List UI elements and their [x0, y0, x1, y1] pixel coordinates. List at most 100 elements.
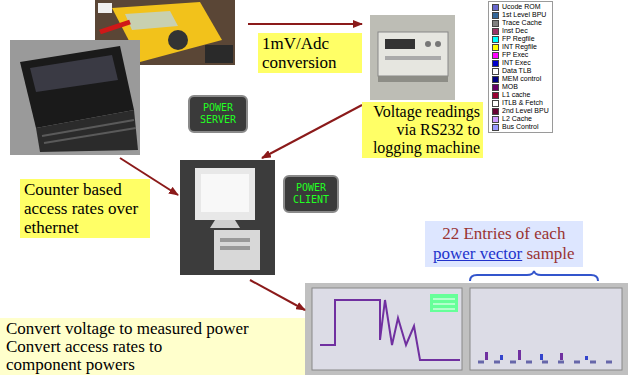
legend-row: 1st Level BPU	[492, 11, 549, 19]
callout-text: sample	[526, 244, 574, 263]
legend-box: Ucode ROM1st Level BPUTrace CacheInst De…	[488, 1, 553, 133]
legend-swatch	[492, 84, 499, 91]
power-graph-screenshot-part	[585, 356, 588, 360]
client-photo-part	[201, 174, 249, 212]
legend-row: INT Regfile	[492, 43, 549, 51]
legend-text: Inst Dec	[502, 27, 528, 35]
logging-machine-photo-part	[435, 41, 441, 47]
legend-swatch	[492, 116, 499, 123]
legend-swatch	[492, 60, 499, 67]
client-photo-part	[180, 160, 275, 275]
multimeter-photo-part	[98, 3, 112, 13]
legend-text: L2 Cache	[502, 115, 532, 123]
multimeter-photo-part	[100, 22, 130, 32]
legend-row: Bus Control	[492, 123, 549, 131]
logging-machine-photo-part	[385, 39, 415, 49]
legend-row: MOB	[492, 83, 549, 91]
machine-tag: POWER SERVER	[188, 95, 248, 133]
power-graph-screenshot-part	[518, 350, 521, 360]
legend-text: FP Exec	[502, 51, 528, 59]
legend-swatch	[492, 52, 499, 59]
server-node: POWER SERVER	[8, 0, 248, 158]
note-panel: Convert voltage to measured powerConvert…	[0, 318, 305, 375]
legend-row: Data TLB	[492, 67, 549, 75]
server-photo-part	[36, 110, 138, 152]
power-graph-screenshot	[305, 283, 628, 375]
legend-row: L1 cache	[492, 91, 549, 99]
power-graph-screenshot-part	[470, 288, 622, 370]
edge-label: 1mV/Adc conversion	[258, 33, 362, 73]
edge-label: Counter based access rates over ethernet	[20, 179, 150, 238]
note-text: Convert voltage to measured power	[6, 320, 299, 338]
logging-machine-photo-part	[378, 32, 448, 76]
multimeter-photo-part	[125, 11, 178, 30]
machine-tag: POWER CLIENT	[283, 175, 339, 213]
legend-row: ITLB & Fetch	[492, 99, 549, 107]
legend-row: FP Regfile	[492, 35, 549, 43]
flow-arrow	[248, 23, 362, 25]
legend-row: Trace Cache	[492, 19, 549, 27]
legend-text: INT Exec	[502, 59, 531, 67]
callout-box: 22 Entries of eachpower vectorsample	[425, 221, 583, 267]
server-photo-part	[44, 128, 136, 143]
legend-row: INT Exec	[492, 59, 549, 67]
power-graph-screenshot-part	[433, 299, 455, 300]
legend-text: L1 cache	[502, 91, 530, 99]
server-photo-part	[42, 120, 134, 136]
brace	[470, 271, 598, 281]
legend-swatch	[492, 44, 499, 51]
logging-machine-photo-part	[378, 76, 448, 82]
legend-swatch	[492, 20, 499, 27]
legend-text: MOB	[502, 83, 518, 91]
power-graph-screenshot-part	[320, 300, 460, 360]
logging-machine-photo-part	[385, 56, 441, 60]
logger-node: Voltage readings via RS232 to logging ma…	[362, 12, 487, 162]
legend-swatch	[492, 92, 499, 99]
client-photo	[180, 160, 275, 275]
power-graph-screenshot-part	[485, 352, 488, 360]
legend-text: 2nd Level BPU	[502, 107, 549, 115]
logging-machine-photo	[370, 15, 455, 100]
legend-row: L2 Cache	[492, 115, 549, 123]
legend-swatch	[492, 36, 499, 43]
legend-text: 1st Level BPU	[502, 11, 546, 19]
power-graph-screenshot-part	[478, 361, 615, 364]
logging-machine-photo-part	[370, 15, 455, 100]
server-photo-part	[30, 55, 118, 92]
legend-row: Ucode ROM	[492, 3, 549, 11]
flow-arrow	[250, 280, 305, 310]
client-photo-part	[195, 168, 255, 220]
legend-text: Data TLB	[502, 67, 531, 75]
legend-row: FP Exec	[492, 51, 549, 59]
callout-text: 22 Entries of each	[433, 224, 575, 244]
power-graph-screenshot-part	[433, 304, 455, 305]
power-graph-screenshot-part	[312, 288, 462, 370]
legend-swatch	[492, 68, 499, 75]
client-photo-part	[220, 246, 250, 250]
power-graph-screenshot-part	[305, 283, 628, 375]
legend-swatch	[492, 28, 499, 35]
legend-text: ITLB & Fetch	[502, 99, 543, 107]
power-graph-screenshot-part	[430, 294, 458, 312]
logging-machine-photo-part	[425, 41, 431, 47]
legend-row: Inst Dec	[492, 27, 549, 35]
legend-row: MEM control	[492, 75, 549, 83]
note-text: Convert access rates to component powers	[6, 338, 191, 374]
client-photo-part	[220, 238, 250, 242]
callout-link: power vector	[433, 244, 522, 263]
step-note: Voltage readings via RS232 to logging ma…	[362, 102, 483, 158]
legend-text: Ucode ROM	[502, 3, 541, 11]
power-graph-screenshot-part	[560, 353, 563, 360]
legend-text: Bus Control	[502, 123, 539, 131]
server-photo-part	[10, 40, 140, 155]
legend-text: FP Regfile	[502, 35, 535, 43]
client-photo-part	[210, 220, 240, 228]
legend-swatch	[492, 4, 499, 11]
graph-node: 22 Entries of eachpower vectorsample	[305, 283, 628, 375]
legend-text: MEM control	[502, 75, 541, 83]
multimeter-photo-part	[205, 45, 233, 63]
legend-swatch	[492, 100, 499, 107]
legend-text: INT Regfile	[502, 43, 537, 51]
server-photo	[10, 40, 140, 155]
